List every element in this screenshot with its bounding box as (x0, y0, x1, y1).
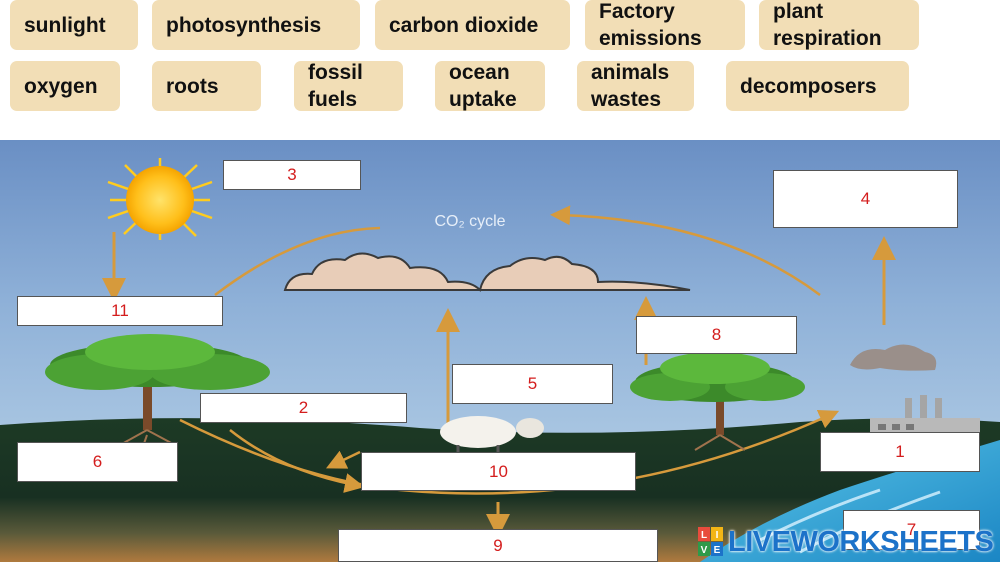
word-chip-photosynthesis[interactable]: photosynthesis (152, 0, 360, 50)
drop-box-2[interactable]: 2 (200, 393, 407, 423)
word-chip-ocean-uptake[interactable]: ocean uptake (435, 61, 545, 111)
svg-text:V: V (701, 545, 708, 556)
svg-text:I: I (716, 530, 719, 541)
word-chip-oxygen[interactable]: oxygen (10, 61, 120, 111)
word-chip-fossil-fuels[interactable]: fossil fuels (294, 61, 403, 111)
drop-box-6[interactable]: 6 (17, 442, 178, 482)
word-chip-carbon-dioxide[interactable]: carbon dioxide (375, 0, 570, 50)
svg-text:L: L (701, 530, 707, 541)
drop-box-5[interactable]: 5 (452, 364, 613, 404)
tree-left-icon (45, 334, 270, 456)
liveworksheets-watermark: L I V E LIVEWORKSHEETS (698, 525, 998, 559)
drop-box-7[interactable]: 7 (843, 510, 980, 550)
sun-icon (107, 158, 213, 240)
word-chip-plant-respiration[interactable]: plant respiration (759, 0, 919, 50)
drop-box-8[interactable]: 8 (636, 316, 797, 354)
liveworksheets-logo-icon: L I V E (698, 527, 723, 556)
drop-box-1[interactable]: 1 (820, 432, 980, 472)
drop-box-9[interactable]: 9 (338, 529, 658, 562)
drop-box-4[interactable]: 4 (773, 170, 958, 228)
drop-box-10[interactable]: 10 (361, 452, 636, 491)
tree-right-icon (630, 352, 805, 451)
svg-text:E: E (714, 545, 721, 556)
sheep-icon (440, 416, 544, 452)
word-chip-roots[interactable]: roots (152, 61, 261, 111)
carbon-cycle-diagram: CO₂ cycle (0, 140, 1000, 562)
cloud-icon (283, 252, 691, 292)
cycle-label: CO₂ cycle (434, 213, 505, 230)
drop-box-11[interactable]: 11 (17, 296, 223, 326)
word-chip-animals-wastes[interactable]: animals wastes (577, 61, 694, 111)
word-chip-factory-emissions[interactable]: Factory emissions (585, 0, 745, 50)
drop-box-3[interactable]: 3 (223, 160, 361, 190)
word-chip-decomposers[interactable]: decomposers (726, 61, 909, 111)
word-chip-sunlight[interactable]: sunlight (10, 0, 138, 50)
watermark-text: LIVEWORKSHEETS (728, 525, 994, 558)
